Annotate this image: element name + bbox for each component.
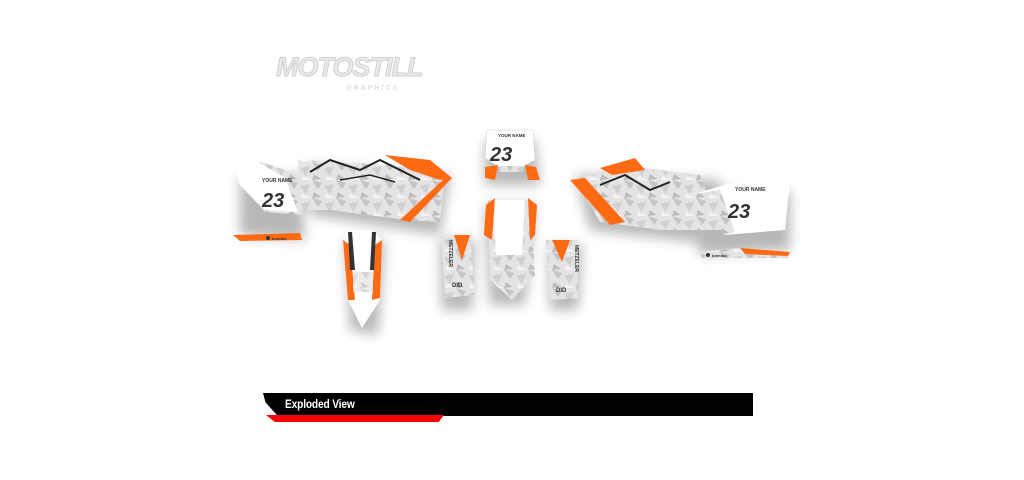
front-number-plate: YOUR NAME 23 xyxy=(484,129,540,180)
brembo-left: brembo xyxy=(272,236,287,241)
logo-sub: GRAPHICS xyxy=(346,85,399,92)
banner-title: Exploded View xyxy=(285,397,355,411)
did-left: DID xyxy=(452,283,463,289)
left-radiator-shroud xyxy=(298,155,452,222)
front-fender xyxy=(343,230,382,328)
metzeler-right: METZELER xyxy=(573,245,579,272)
rider-name-left: YOUR NAME xyxy=(262,178,293,184)
banner-red-stripe xyxy=(266,415,444,422)
brembo-right: brembo xyxy=(712,253,727,258)
left-fork-guard: METZELER DID xyxy=(441,235,475,298)
exploded-view-banner: Exploded View xyxy=(263,393,753,423)
right-fork-guard: METZELER DID xyxy=(546,240,579,300)
race-number-left: 23 xyxy=(261,190,284,212)
right-radiator-shroud xyxy=(570,158,720,230)
logo-main: MOTOSTILL xyxy=(276,52,424,83)
metzeler-left: METZELER xyxy=(447,240,453,267)
banner-bar xyxy=(263,393,753,416)
rider-name-plate: YOUR NAME xyxy=(498,133,526,138)
left-side-panel: YOUR NAME 23 brembo xyxy=(233,160,302,241)
did-right: DID xyxy=(556,288,567,294)
race-number-right: 23 xyxy=(727,201,750,223)
right-side-panel: YOUR NAME 23 brembo xyxy=(690,175,790,258)
race-number-plate: 23 xyxy=(489,144,512,166)
motostill-logo: MOTOSTILL GRAPHICS xyxy=(276,52,476,96)
rider-name-right: YOUR NAME xyxy=(735,187,766,193)
rear-fender xyxy=(484,198,537,300)
